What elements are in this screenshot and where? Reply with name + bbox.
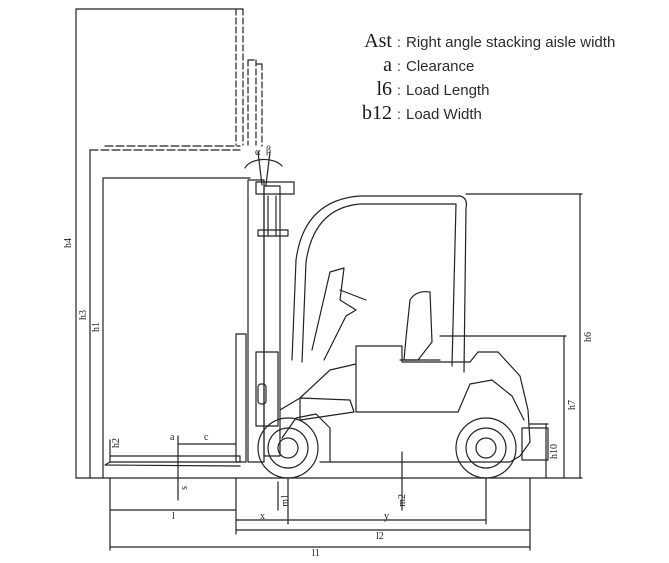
raised-carriage-dashed bbox=[235, 8, 263, 147]
label-a-clearance: a bbox=[170, 432, 175, 443]
label-h6: h6 bbox=[583, 332, 594, 342]
legend-description: Load Length bbox=[406, 82, 490, 99]
legend-separator: : bbox=[397, 106, 401, 122]
label-x: x bbox=[260, 511, 265, 522]
label-h1: h1 bbox=[91, 322, 102, 332]
label-h10: h10 bbox=[549, 444, 560, 459]
mast-inner bbox=[263, 185, 281, 457]
legend-separator: : bbox=[397, 58, 401, 74]
steering-column bbox=[311, 267, 357, 361]
label-l: l bbox=[172, 511, 175, 522]
label-l1: l1 bbox=[312, 548, 320, 559]
legend-description: Right angle stacking aisle width bbox=[406, 34, 616, 51]
mast-head bbox=[255, 181, 295, 195]
overhead-guard bbox=[291, 195, 467, 373]
legend-row-l6: l6 : Load Length bbox=[340, 78, 665, 102]
fork-carriage bbox=[235, 333, 247, 463]
legend-symbol: l6 bbox=[376, 78, 392, 100]
front-wheel bbox=[257, 417, 319, 479]
legend-symbol: Ast bbox=[364, 30, 392, 52]
fork bbox=[109, 455, 241, 463]
legend-description: Load Width bbox=[406, 106, 482, 123]
label-h3: h3 bbox=[78, 310, 89, 320]
raised-fork-dashed bbox=[89, 145, 241, 151]
label-y: y bbox=[384, 511, 389, 522]
label-h7: h7 bbox=[567, 400, 578, 410]
legend-row-ast: Ast : Right angle stacking aisle width bbox=[340, 30, 665, 54]
label-l2: l2 bbox=[376, 531, 384, 542]
label-h2: h2 bbox=[111, 438, 122, 448]
legend-separator: : bbox=[397, 82, 401, 98]
legend-symbol: a bbox=[383, 54, 392, 76]
label-s: s bbox=[179, 486, 190, 490]
label-m1: m1 bbox=[280, 494, 291, 507]
label-h4: h4 bbox=[63, 238, 74, 248]
legend: Ast : Right angle stacking aisle width a… bbox=[340, 30, 665, 126]
legend-description: Clearance bbox=[406, 58, 475, 75]
rear-wheel bbox=[455, 417, 517, 479]
truck-body bbox=[279, 345, 531, 463]
legend-symbol: b12 bbox=[362, 102, 392, 124]
label-beta: β bbox=[266, 145, 272, 156]
label-alpha: α bbox=[255, 147, 261, 158]
tilt-angle-arc bbox=[244, 158, 283, 169]
seat bbox=[403, 291, 433, 361]
label-c: c bbox=[204, 432, 209, 443]
label-m2: m2 bbox=[397, 494, 408, 507]
chassis bbox=[281, 413, 457, 463]
legend-separator: : bbox=[397, 34, 401, 50]
legend-row-a: a : Clearance bbox=[340, 54, 665, 78]
legend-row-b12: b12 : Load Width bbox=[340, 102, 665, 126]
